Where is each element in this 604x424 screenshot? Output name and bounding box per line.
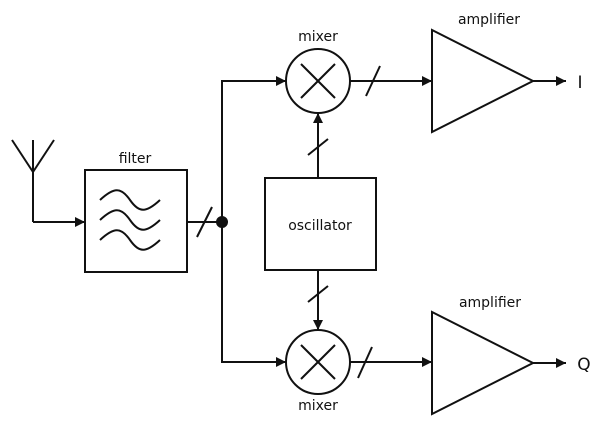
amplifier-bottom-block [431,310,536,416]
junction-to-top-mixer-wire [221,76,286,222]
mixer-bottom-block [285,329,351,395]
bandpass-filter-icon [99,189,161,251]
junction-to-bottom-mixer-wire [221,222,286,367]
amplifier-top-block [431,28,536,134]
bottom-mixer-to-amplifier-wire [350,346,432,379]
filter-block [84,169,188,273]
triangle-amplifier-icon [431,310,536,416]
oscillator-label: oscillator [288,218,352,234]
antenna-icon [11,139,55,222]
triangle-amplifier-icon [431,28,536,134]
mixer-top-label: mixer [298,29,338,45]
output-i-label: I [577,73,582,93]
multiplier-x-icon [300,344,336,380]
mixer-top-block [285,48,351,114]
mixer-bottom-label: mixer [298,398,338,414]
amplifier-bottom-label: amplifier [459,295,521,311]
oscillator-to-bottom-mixer-wire [307,270,329,330]
oscillator-block [264,177,377,271]
amplifier-top-label: amplifier [458,12,520,28]
oscillator-to-top-mixer-wire [307,113,329,178]
multiplier-x-icon [300,63,336,99]
top-mixer-to-amplifier-wire [350,65,432,97]
output-q-label: Q [577,355,590,375]
filter-label: filter [119,151,152,167]
